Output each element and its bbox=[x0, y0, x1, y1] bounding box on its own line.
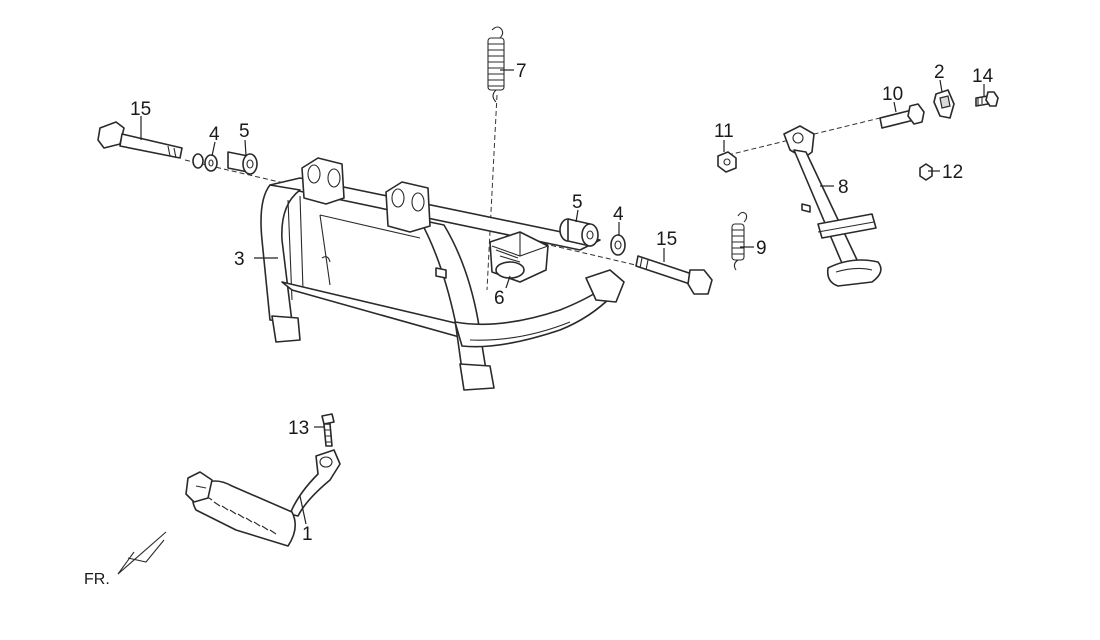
label-part-6: 6 bbox=[494, 288, 505, 309]
bolt-15-left bbox=[97, 121, 183, 159]
label-part-13: 13 bbox=[288, 418, 309, 439]
label-part-4-right: 4 bbox=[613, 204, 624, 225]
switch-2 bbox=[933, 89, 955, 119]
collar-5-right bbox=[559, 218, 599, 247]
side-stand-8 bbox=[783, 125, 882, 287]
label-part-10: 10 bbox=[882, 84, 903, 105]
label-part-8: 8 bbox=[838, 177, 849, 198]
label-part-5-right: 5 bbox=[572, 192, 583, 213]
label-part-1: 1 bbox=[302, 524, 313, 545]
washer-4-left bbox=[192, 153, 218, 172]
bolt-15-right bbox=[635, 255, 713, 295]
label-part-3: 3 bbox=[234, 249, 245, 270]
washer-4-right bbox=[610, 234, 626, 256]
label-front-direction: FR. bbox=[84, 571, 110, 588]
stopper-6 bbox=[489, 231, 549, 283]
label-part-7: 7 bbox=[516, 61, 527, 82]
collar-5-left bbox=[227, 151, 258, 175]
bolt-13 bbox=[321, 413, 335, 447]
label-part-12: 12 bbox=[942, 162, 963, 183]
label-part-2: 2 bbox=[934, 62, 945, 83]
screw-14 bbox=[975, 91, 999, 107]
label-part-4-left: 4 bbox=[209, 124, 220, 145]
nut-11 bbox=[717, 151, 737, 173]
label-part-5-left: 5 bbox=[239, 121, 250, 142]
axis-line-spring bbox=[486, 94, 498, 291]
spring-7 bbox=[487, 26, 505, 103]
front-direction-arrow bbox=[117, 531, 167, 575]
kick-pedal-1 bbox=[185, 449, 341, 547]
spring-9 bbox=[731, 211, 748, 271]
label-part-15-left: 15 bbox=[130, 99, 151, 120]
axis-line-sidestand bbox=[727, 117, 881, 156]
main-stand-3 bbox=[260, 157, 625, 391]
label-part-15-right: 15 bbox=[656, 229, 677, 250]
label-part-11: 11 bbox=[714, 121, 734, 142]
leader-lines bbox=[140, 69, 985, 525]
label-part-14: 14 bbox=[972, 66, 994, 87]
label-part-9: 9 bbox=[756, 238, 767, 259]
bolt-10 bbox=[879, 103, 925, 129]
nut-12 bbox=[919, 163, 933, 181]
